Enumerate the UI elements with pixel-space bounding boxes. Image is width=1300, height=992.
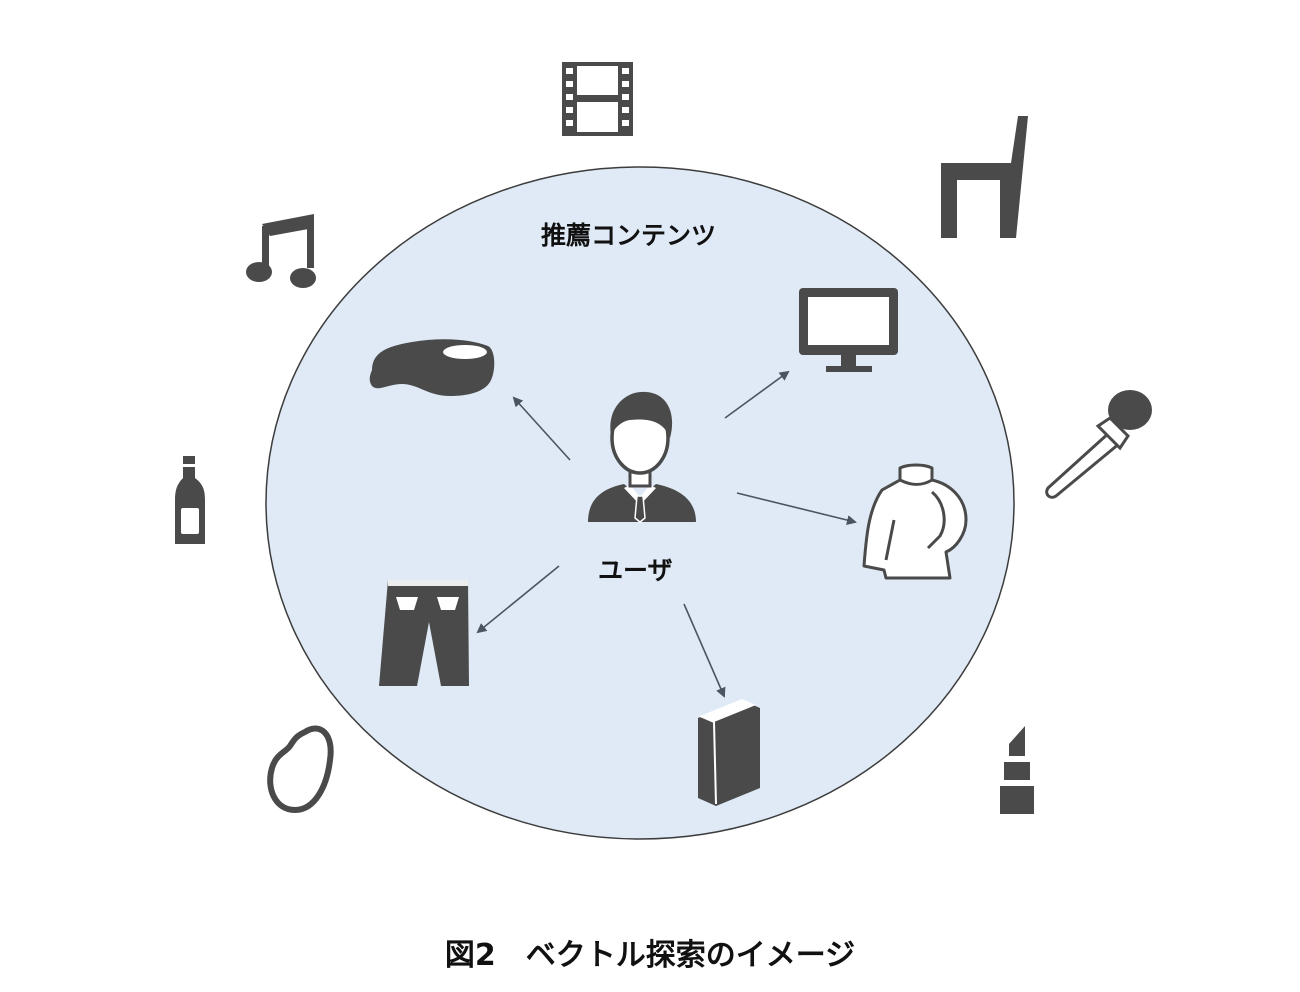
user-label: ユーザ xyxy=(598,556,673,585)
arrow-to-sweater xyxy=(736,492,857,525)
shoe-icon xyxy=(369,339,495,396)
bean-icon xyxy=(267,725,334,814)
recommended-content-label: 推薦コンテンツ xyxy=(541,221,717,250)
book-icon xyxy=(698,699,760,806)
monitor-icon xyxy=(799,288,898,372)
makeup-brush-icon xyxy=(1045,390,1152,499)
bottle-icon xyxy=(175,456,205,544)
pants-icon xyxy=(379,580,469,686)
arrow-to-monitor xyxy=(724,370,790,419)
music-note-icon xyxy=(246,214,316,288)
user-icon xyxy=(588,391,696,523)
film-icon xyxy=(562,62,633,136)
arrow-to-shoe xyxy=(512,396,571,461)
sweater-icon xyxy=(862,463,968,580)
figure-caption: 図2 ベクトル探索のイメージ xyxy=(444,938,856,973)
arrows xyxy=(476,370,857,698)
arrow-to-book xyxy=(683,603,726,698)
lipstick-icon xyxy=(1000,726,1034,814)
arrow-to-pants xyxy=(476,565,560,634)
chair-icon xyxy=(941,116,1028,238)
